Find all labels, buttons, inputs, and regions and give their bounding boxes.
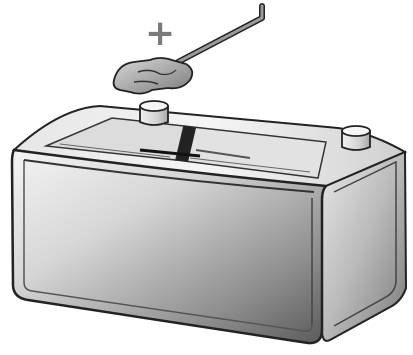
clamp-hand: [114, 58, 193, 94]
cable-wire: [178, 6, 262, 62]
cable-clamp: [114, 6, 262, 94]
negative-terminal-post: [342, 126, 370, 150]
positive-terminal-post: [140, 101, 168, 125]
positive-polarity-label: +: [145, 16, 175, 52]
